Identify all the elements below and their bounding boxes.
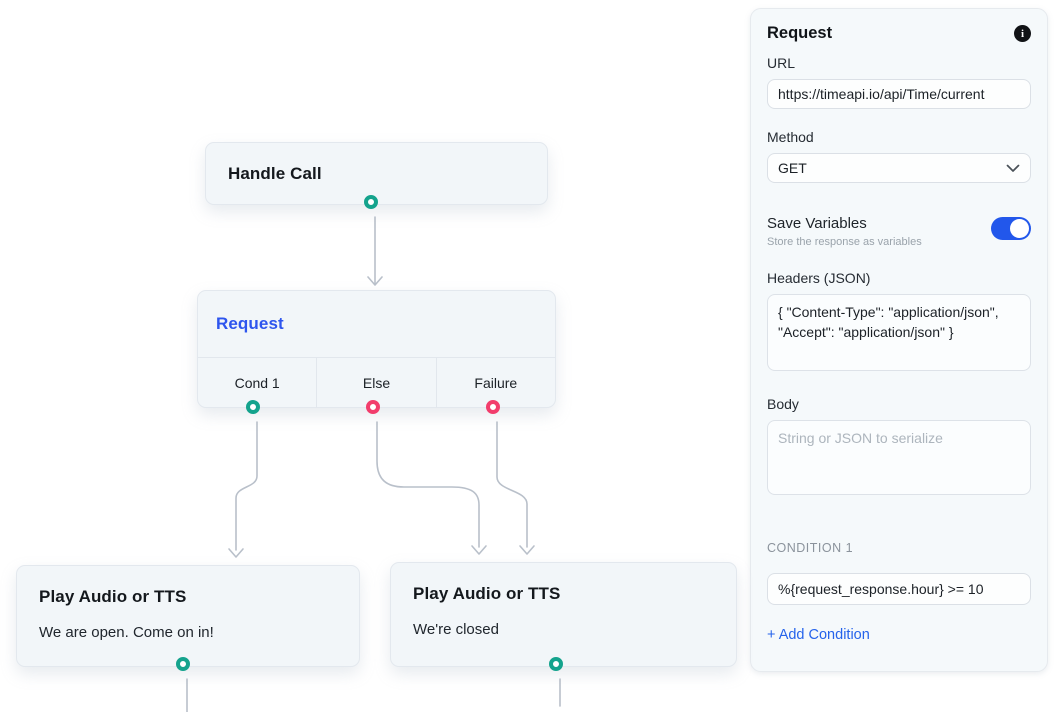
arrowhead	[519, 545, 535, 555]
node-title: Play Audio or TTS	[39, 587, 187, 606]
node-handle-call[interactable]: Handle Call	[205, 142, 548, 205]
node-request-titlebar: Request	[198, 291, 555, 358]
save-variables-toggle[interactable]	[991, 217, 1031, 240]
request-properties-panel: Request i URL Method GET Save Variables …	[750, 8, 1048, 672]
port-cond-1-output[interactable]	[246, 400, 260, 414]
url-input[interactable]	[767, 79, 1031, 109]
node-play-audio-open[interactable]: Play Audio or TTS We are open. Come on i…	[16, 565, 360, 667]
node-request[interactable]: Request Cond 1 Else Failure	[197, 290, 556, 408]
output-cond-1[interactable]: Cond 1	[234, 375, 280, 391]
method-label: Method	[767, 129, 814, 145]
output-failure[interactable]: Failure	[435, 358, 555, 408]
save-variables-label: Save Variables	[767, 215, 867, 232]
save-variables-description: Store the response as variables	[767, 236, 922, 248]
port-play-closed-output[interactable]	[549, 657, 563, 671]
condition-1-label: CONDITION 1	[767, 541, 854, 555]
panel-title: Request	[767, 24, 833, 42]
node-title: Handle Call	[228, 163, 322, 183]
method-select[interactable]: GET	[767, 153, 1031, 183]
url-label: URL	[767, 55, 796, 71]
method-select-value: GET	[778, 160, 807, 176]
output-else[interactable]: Else	[316, 358, 435, 408]
chevron-down-icon	[1006, 164, 1020, 172]
port-else-output[interactable]	[366, 400, 380, 414]
add-condition-button[interactable]: + Add Condition	[767, 627, 870, 643]
port-play-open-output[interactable]	[176, 657, 190, 671]
arrowhead	[471, 545, 487, 555]
edge-failure-to-play-closed	[496, 421, 528, 548]
node-title: Request	[216, 314, 284, 333]
toggle-knob	[1010, 219, 1029, 238]
port-failure-output[interactable]	[486, 400, 500, 414]
condition-1-input[interactable]	[767, 573, 1031, 605]
node-play-audio-closed[interactable]: Play Audio or TTS We're closed	[390, 562, 737, 667]
headers-textarea[interactable]: { "Content-Type": "application/json", "A…	[767, 294, 1031, 371]
info-icon[interactable]: i	[1014, 25, 1031, 42]
headers-label: Headers (JSON)	[767, 270, 871, 286]
save-variables-row: Save Variables Store the response as var…	[767, 215, 1031, 248]
body-label: Body	[767, 396, 799, 412]
arrowhead	[367, 276, 383, 286]
edge-else-to-play-closed	[376, 421, 480, 548]
body-textarea[interactable]	[767, 420, 1031, 495]
flow-canvas: Handle Call Request Cond 1 Else Failure …	[16, 142, 737, 712]
panel-header: Request i	[767, 24, 1031, 43]
node-subtitle: We're closed	[413, 621, 499, 638]
node-title: Play Audio or TTS	[413, 584, 561, 603]
node-subtitle: We are open. Come on in!	[39, 624, 214, 641]
node-request-outputs: Cond 1 Else Failure	[198, 358, 555, 408]
arrowhead	[228, 548, 244, 558]
port-handle-call-output[interactable]	[364, 195, 378, 209]
edge-cond1-to-play-open	[235, 421, 258, 551]
